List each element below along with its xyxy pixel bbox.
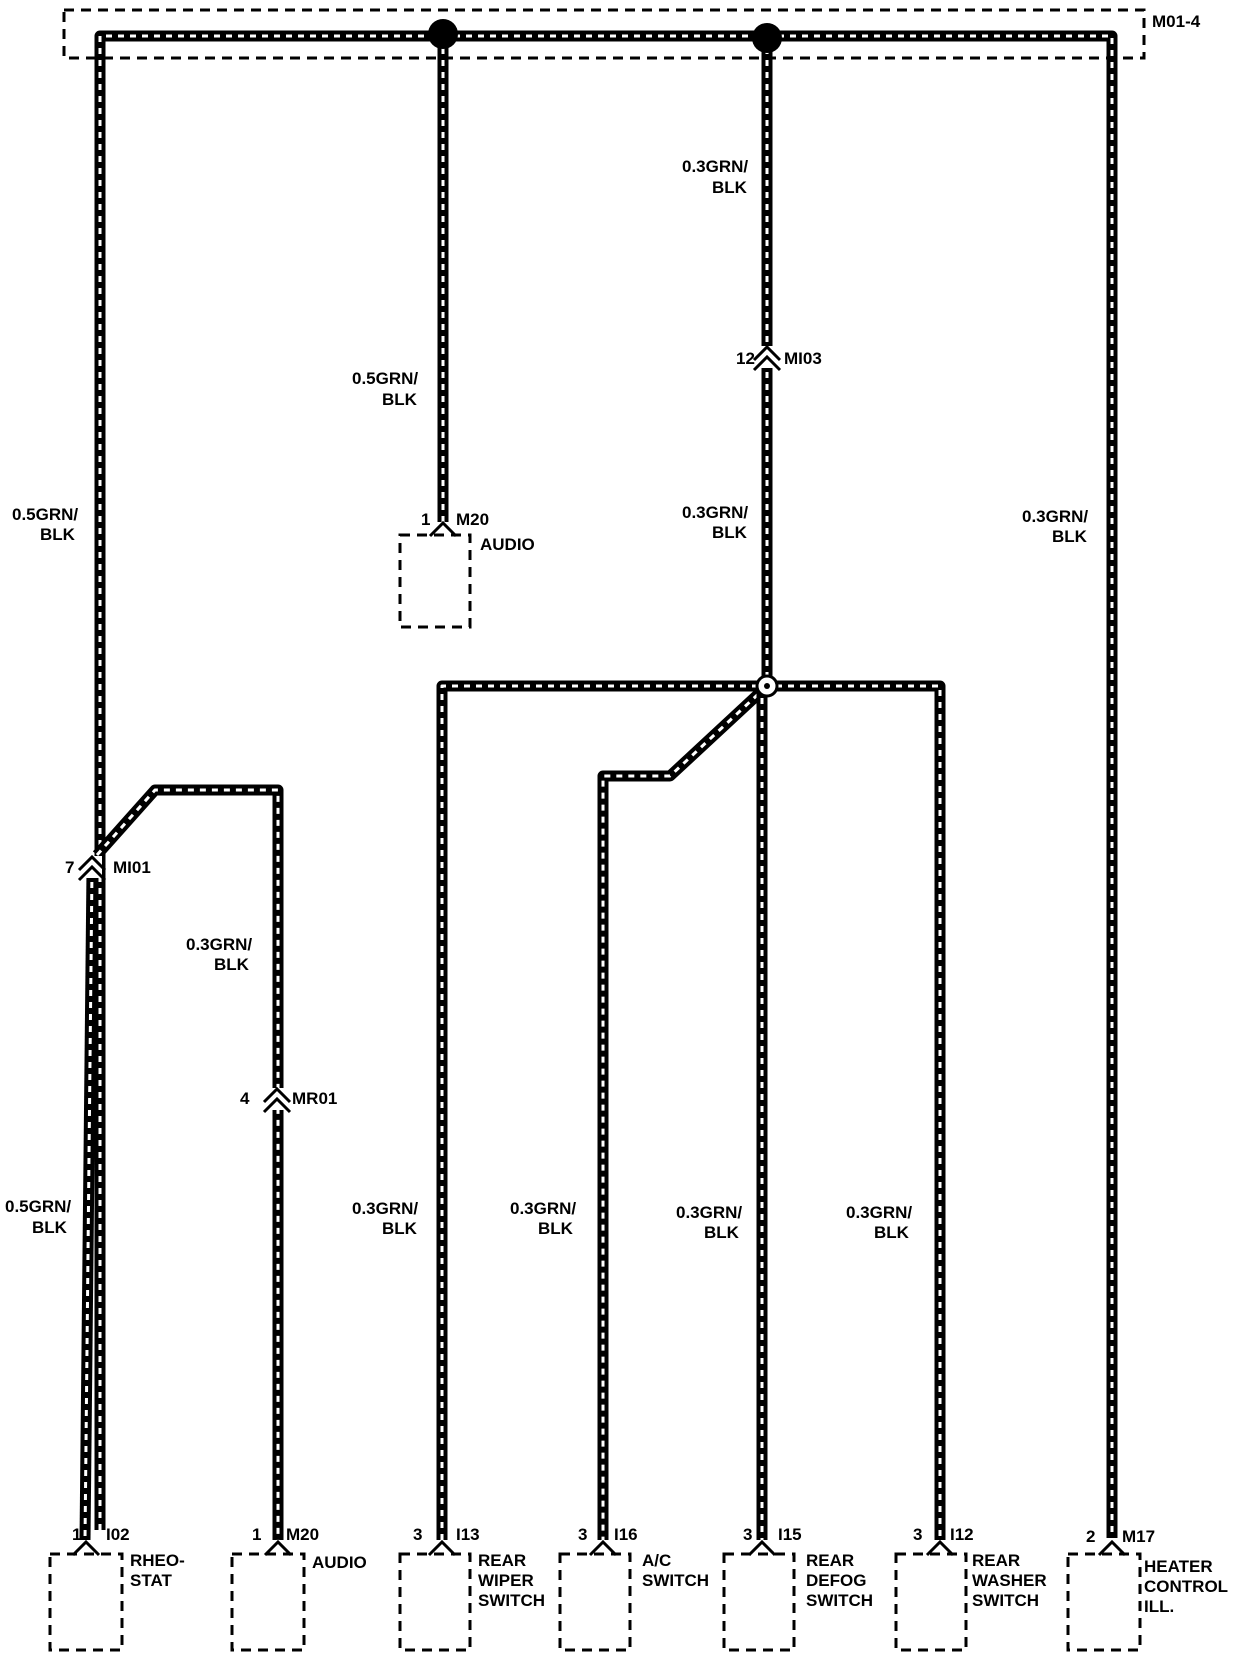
component-heater-control-ill: 2 M17 HEATER CONTROL ILL.	[1066, 1527, 1228, 1652]
wire-label-mid-upper: 0.3GRN/ BLK	[682, 157, 748, 197]
svg-text:SWITCH: SWITCH	[806, 1591, 873, 1610]
wire-label-i15: 0.3GRN/ BLK	[676, 1203, 742, 1242]
svg-text:I16: I16	[614, 1525, 638, 1544]
svg-text:SWITCH: SWITCH	[478, 1591, 545, 1610]
svg-text:BLK: BLK	[214, 955, 250, 974]
svg-text:CONTROL: CONTROL	[1144, 1577, 1228, 1596]
svg-text:AUDIO: AUDIO	[312, 1553, 367, 1572]
svg-text:SWITCH: SWITCH	[642, 1571, 709, 1590]
wire-label-i12: 0.3GRN/ BLK	[846, 1203, 912, 1242]
audio-top-label: AUDIO	[480, 535, 535, 554]
svg-text:2: 2	[1086, 1527, 1095, 1546]
top-connector-label: M01-4	[1152, 12, 1201, 31]
svg-text:3: 3	[913, 1525, 922, 1544]
svg-text:0.3GRN/: 0.3GRN/	[682, 157, 748, 176]
connector-symbol-mr01	[262, 1086, 292, 1114]
svg-text:BLK: BLK	[382, 1219, 418, 1238]
svg-text:BLK: BLK	[382, 390, 418, 409]
svg-text:0.3GRN/: 0.3GRN/	[186, 935, 252, 954]
svg-text:HEATER: HEATER	[1144, 1557, 1213, 1576]
component-audio-top: 1 M20 AUDIO	[398, 510, 535, 629]
splice-dot-2	[752, 23, 782, 53]
svg-text:0.5GRN/: 0.5GRN/	[352, 369, 418, 388]
wire-label-left-lower: 0.5GRN/ BLK	[5, 1197, 71, 1237]
component-rear-washer-switch: 3 I12 REAR WASHER SWITCH	[894, 1525, 1047, 1652]
wire-label-mid-lower: 0.3GRN/ BLK	[682, 503, 748, 542]
wire-label-branch-audio: 0.3GRN/ BLK	[186, 935, 252, 974]
svg-text:STAT: STAT	[130, 1571, 172, 1590]
svg-text:BLK: BLK	[32, 1218, 68, 1237]
svg-text:BLK: BLK	[874, 1223, 910, 1242]
wire-ac-branch	[597, 681, 771, 1540]
svg-text:WASHER: WASHER	[972, 1571, 1047, 1590]
svg-text:3: 3	[743, 1525, 752, 1544]
svg-text:BLK: BLK	[712, 178, 748, 197]
svg-text:DEFOG: DEFOG	[806, 1571, 866, 1590]
wire-label-audio-top: 0.5GRN/ BLK	[352, 369, 418, 409]
svg-text:ILL.: ILL.	[1144, 1597, 1174, 1616]
svg-text:0.3GRN/: 0.3GRN/	[352, 1199, 418, 1218]
mi03-name: MI03	[784, 349, 822, 368]
svg-text:BLK: BLK	[1052, 527, 1088, 546]
svg-text:0.3GRN/: 0.3GRN/	[846, 1203, 912, 1222]
svg-text:0.3GRN/: 0.3GRN/	[1022, 507, 1088, 526]
svg-text:1: 1	[252, 1525, 261, 1544]
mi01-name: MI01	[113, 858, 151, 877]
svg-text:3: 3	[578, 1525, 587, 1544]
audio-top-connector: M20	[456, 510, 489, 529]
splice-dot-1	[428, 19, 458, 49]
wires	[79, 30, 1118, 1541]
wire-splice-bar	[436, 680, 946, 1540]
svg-text:REAR: REAR	[806, 1551, 854, 1570]
svg-text:0.5GRN/: 0.5GRN/	[5, 1197, 71, 1216]
svg-text:BLK: BLK	[712, 523, 748, 542]
mi01-pin: 7	[65, 858, 74, 877]
mr01-pin: 4	[240, 1089, 250, 1108]
svg-text:I13: I13	[456, 1525, 480, 1544]
svg-text:REAR: REAR	[972, 1551, 1020, 1570]
svg-text:I02: I02	[106, 1525, 130, 1544]
svg-text:M20: M20	[286, 1525, 319, 1544]
svg-text:BLK: BLK	[538, 1219, 574, 1238]
svg-text:REAR: REAR	[478, 1551, 526, 1570]
svg-text:I15: I15	[778, 1525, 802, 1544]
svg-text:0.5GRN/: 0.5GRN/	[12, 505, 78, 524]
component-rheostat: 1 I02 RHEO- STAT	[48, 1525, 185, 1652]
component-ac-switch: 3 I16 A/C SWITCH	[558, 1525, 709, 1652]
component-audio-bottom: 1 M20 AUDIO	[230, 1525, 367, 1652]
svg-text:M17: M17	[1122, 1527, 1155, 1546]
svg-text:0.3GRN/: 0.3GRN/	[510, 1199, 576, 1218]
svg-text:3: 3	[413, 1525, 422, 1544]
svg-text:BLK: BLK	[40, 525, 76, 544]
wire-mi01-branch	[92, 784, 284, 1540]
top-connector-box	[62, 8, 1146, 60]
svg-text:WIPER: WIPER	[478, 1571, 534, 1590]
wire-label-left-upper: 0.5GRN/ BLK	[12, 505, 78, 544]
wire-label-right: 0.3GRN/ BLK	[1022, 507, 1088, 546]
svg-text:A/C: A/C	[642, 1551, 671, 1570]
svg-text:I12: I12	[950, 1525, 974, 1544]
svg-text:0.3GRN/: 0.3GRN/	[682, 503, 748, 522]
component-rear-wiper-switch: 3 I13 REAR WIPER SWITCH	[398, 1525, 545, 1652]
svg-text:0.3GRN/: 0.3GRN/	[676, 1203, 742, 1222]
connector-symbol-mi01	[77, 854, 107, 882]
wire-label-i13: 0.3GRN/ BLK	[352, 1199, 418, 1238]
connector-symbol-mi03	[752, 344, 782, 372]
svg-text:SWITCH: SWITCH	[972, 1591, 1039, 1610]
component-rear-defog-switch: 3 I15 REAR DEFOG SWITCH	[722, 1525, 873, 1652]
svg-text:BLK: BLK	[704, 1223, 740, 1242]
mi03-pin: 12	[736, 349, 755, 368]
svg-text:1: 1	[72, 1525, 81, 1544]
splice-ring-center	[764, 683, 770, 689]
wire-label-i16: 0.3GRN/ BLK	[510, 1199, 576, 1238]
svg-text:RHEO-: RHEO-	[130, 1551, 185, 1570]
mr01-name: MR01	[292, 1089, 337, 1108]
audio-top-pin: 1	[421, 510, 430, 529]
